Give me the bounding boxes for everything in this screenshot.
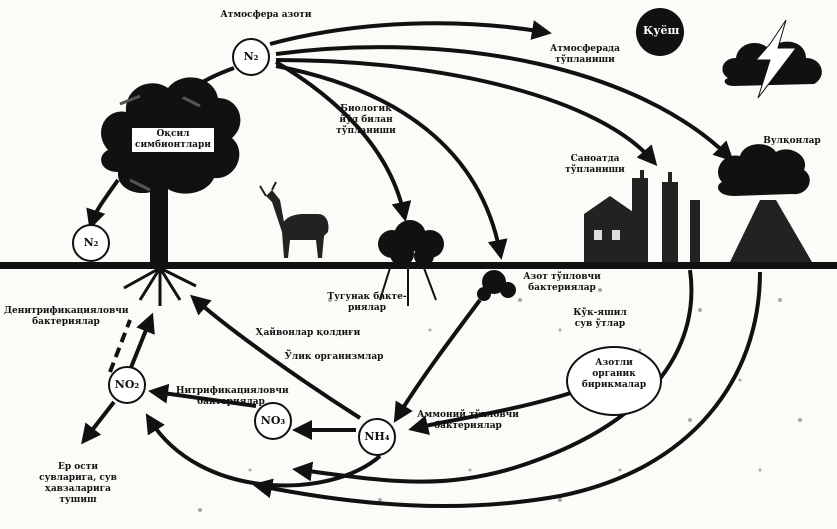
nh4-node: NH₄	[358, 418, 396, 456]
arrow-denitrify-up	[128, 312, 155, 371]
leaching-label: Ер ости сувларига, сув ҳавзаларига тушиш	[39, 462, 117, 505]
arrow-atmosphere-to-sky	[269, 20, 552, 46]
factory-icon	[584, 170, 700, 262]
arrow-volcano-to-soil	[252, 271, 762, 509]
legume-bacteria-label: Тугунак бакте- риялар	[327, 292, 407, 313]
nitrifying-bacteria-label: Нитрификацияловчи бактериялар	[176, 386, 289, 407]
legume-symbionts-label: Оқсил симбионтлари	[130, 126, 216, 154]
sun-icon	[636, 8, 684, 56]
arrow-n2-to-shrub	[274, 60, 412, 222]
arrow-n2-to-nodules	[275, 64, 508, 260]
sun-label: Қуёш	[643, 24, 680, 37]
ground-line	[0, 262, 837, 269]
atmosphere-nitrogen-label: Атмосфера азоти	[220, 10, 312, 20]
arrow-bottom-loop	[145, 413, 382, 488]
volcano-icon	[718, 144, 812, 262]
storm-cloud-icon	[722, 19, 822, 99]
animal-residues-label: Ҳайвонлар қолдиғи	[255, 328, 361, 338]
arrow-no3-to-no2	[148, 383, 257, 408]
no3-node: NO₃	[254, 402, 292, 440]
biological-fixation-label: Биологик йўл билан тўпланиши	[336, 104, 396, 136]
nodule-roots-icon	[477, 270, 516, 301]
legume-plant-icon	[378, 220, 444, 306]
arrow-nh4-to-roots	[190, 294, 362, 420]
denitrifying-bacteria-label: Денитрификацияловчи бактериялар	[4, 306, 129, 327]
arrow-n2-to-tree	[151, 66, 235, 131]
n2-soil-node: N₂	[72, 224, 110, 262]
industrial-fixation-label: Саноатда тўпланиши	[565, 154, 625, 175]
arrow-tree-to-n2left	[86, 178, 120, 230]
arrow-n2-to-factory	[275, 58, 658, 167]
deer-icon	[259, 181, 329, 258]
volcanoes-label: Вулқонлар	[763, 136, 821, 146]
cycle-arrows	[81, 20, 762, 509]
blue-green-algae-label: Кўк-яшил сув ўтлар	[573, 308, 627, 329]
arrow-n2-to-volcano	[275, 45, 734, 162]
soil-texture	[198, 288, 802, 512]
n2-atmosphere-node: N₂	[232, 38, 270, 76]
arrow-factory-to-soil	[292, 269, 694, 484]
arrow-no2-to-leaching	[81, 400, 116, 445]
arrow-legume-to-nh4	[393, 298, 482, 423]
nitrogen-fixing-bacteria-label: Азот тўпловчи бактериялар	[523, 272, 601, 293]
ammonifying-bacteria-label: Аммоний тўпловчи бактериялар	[417, 410, 519, 431]
denitrify-dashed-line	[108, 319, 132, 373]
atmospheric-fixation-label: Атмосферада тўпланиши	[549, 44, 620, 65]
lightning-icon	[754, 19, 798, 99]
dead-organisms-label: Ўлик организмлар	[284, 352, 384, 362]
tree-roots-icon	[123, 266, 197, 306]
organic-compounds-label: Азотли органик бирикмалар	[566, 346, 662, 416]
no2-node: NO₂	[108, 366, 146, 404]
arrow-organic-to-nh4	[408, 388, 581, 435]
